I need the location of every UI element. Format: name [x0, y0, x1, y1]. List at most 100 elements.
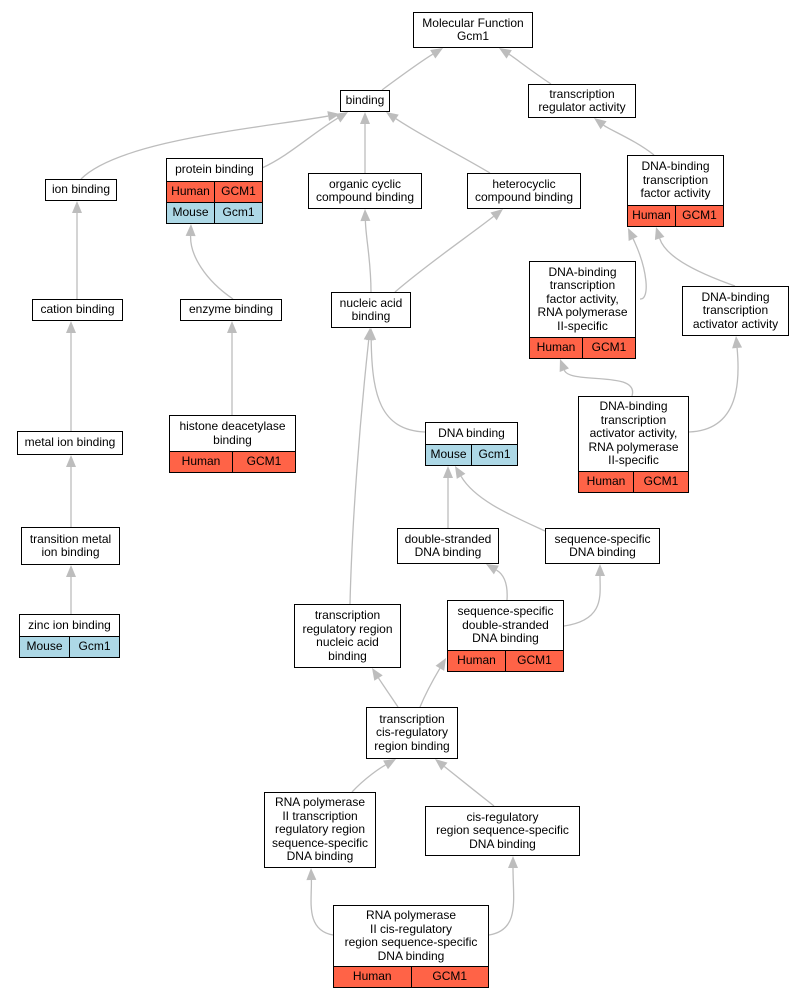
node-metal[interactable]: metal ion binding	[17, 431, 123, 455]
edge-arrowhead	[628, 228, 638, 241]
edge	[395, 118, 491, 174]
edge-arrowhead	[360, 112, 370, 124]
species-cell: Human	[171, 184, 210, 199]
node-label: sequence-specific double-stranded DNA bi…	[457, 604, 554, 646]
node-transition[interactable]: transition metal ion binding	[21, 527, 120, 565]
edge-arrowhead	[363, 328, 374, 341]
edge	[603, 124, 655, 156]
edge	[563, 575, 601, 627]
node-cisreg[interactable]: cis-regulatory region sequence-specific …	[425, 806, 580, 856]
node-trr[interactable]: transcription regulatory region nucleic …	[294, 604, 401, 668]
node-label: organic cyclic compound binding	[315, 176, 415, 204]
node-binding[interactable]: binding	[340, 90, 390, 112]
edge	[310, 879, 334, 936]
node-tra[interactable]: transcription regulator activity	[528, 84, 636, 118]
edge	[488, 867, 515, 936]
edge	[659, 238, 736, 287]
node-rnap2cis[interactable]: RNA polymerase II cis-regulatory region …	[333, 905, 489, 988]
species-cell: Mouse	[430, 447, 467, 462]
node-ion[interactable]: ion binding	[45, 179, 117, 201]
edge-arrowhead	[335, 112, 348, 123]
node-label: DNA binding	[438, 425, 505, 440]
node-cation[interactable]: cation binding	[32, 299, 123, 321]
node-label: DNA-binding transcription activator acti…	[588, 399, 679, 468]
edge	[460, 476, 546, 532]
node-organic[interactable]: organic cyclic compound binding	[308, 173, 422, 209]
node-label: double-stranded DNA binding	[404, 531, 492, 559]
edge-arrowhead	[490, 209, 503, 221]
edge-arrowhead	[443, 466, 453, 478]
edge-arrowhead	[559, 359, 569, 372]
edge	[381, 53, 434, 91]
edge	[632, 238, 647, 300]
edge	[394, 215, 494, 293]
edge-arrowhead	[594, 118, 607, 130]
node-label: ion binding	[51, 182, 111, 197]
edge	[349, 339, 370, 605]
node-label: transcription cis-regulatory region bind…	[374, 711, 450, 753]
node-label: DNA-binding transcription factor activit…	[640, 159, 711, 201]
edge-arrowhead	[66, 565, 76, 577]
edge	[443, 765, 495, 807]
edge-arrowhead	[499, 48, 512, 59]
node-label: zinc ion binding	[28, 617, 111, 632]
node-dbtf[interactable]: DNA-binding transcription factor activit…	[627, 155, 724, 227]
node-label: transition metal ion binding	[29, 531, 112, 559]
annotation-row: Human GCM1	[628, 205, 723, 226]
species-cell: Human	[457, 653, 496, 668]
node-label: binding	[345, 93, 385, 108]
gene-cell: GCM1	[675, 206, 723, 226]
node-dbtf2[interactable]: DNA-binding transcription factor activit…	[529, 261, 636, 359]
node-label: cation binding	[40, 302, 115, 317]
node-label: heterocyclic compound binding	[474, 176, 574, 204]
edge-arrowhead	[486, 564, 499, 575]
edge-arrowhead	[455, 466, 466, 479]
node-label: nucleic acid binding	[339, 295, 403, 323]
species-cell: Human	[586, 474, 626, 489]
edge	[563, 369, 634, 397]
edge	[261, 117, 339, 169]
node-mf[interactable]: Molecular Function Gcm1	[413, 12, 533, 48]
edge	[377, 677, 399, 708]
node-label: protein binding	[175, 162, 254, 177]
node-label: transcription regulatory region nucleic …	[302, 608, 393, 663]
node-dbtaa2[interactable]: DNA-binding transcription activator acti…	[578, 396, 689, 493]
node-label: sequence-specific DNA binding	[554, 531, 651, 559]
edge-arrowhead	[227, 321, 237, 333]
edge	[80, 115, 329, 180]
species-cell: Mouse	[26, 639, 63, 654]
gene-cell: Gcm1	[214, 203, 262, 223]
gene-cell: GCM1	[410, 967, 489, 987]
species-cell: Human	[352, 969, 392, 984]
edge-arrowhead	[732, 336, 743, 349]
node-rnap2[interactable]: RNA polymerase II transcription regulato…	[264, 792, 376, 868]
edge-arrowhead	[386, 112, 399, 123]
node-ds[interactable]: double-stranded DNA binding	[397, 528, 499, 564]
node-label: Molecular Function Gcm1	[422, 15, 524, 43]
node-label: transcription regulator activity	[538, 86, 626, 114]
node-hetero[interactable]: heterocyclic compound binding	[467, 173, 581, 209]
annotation-row: Human GCM1	[334, 966, 488, 987]
edge-arrowhead	[306, 868, 317, 881]
node-tcis[interactable]: transcription cis-regulatory region bind…	[366, 707, 458, 759]
node-ss[interactable]: sequence-specific DNA binding	[545, 528, 660, 564]
species-cell: Human	[632, 208, 671, 223]
node-label: RNA polymerase II transcription regulato…	[271, 795, 369, 864]
edge-arrowhead	[435, 658, 446, 671]
node-ssds[interactable]: sequence-specific double-stranded DNA bi…	[447, 600, 564, 672]
edge	[351, 764, 386, 793]
node-enzyme[interactable]: enzyme binding	[180, 299, 282, 321]
edge	[688, 347, 739, 433]
node-dbtaa[interactable]: DNA-binding transcription activator acti…	[682, 286, 789, 336]
node-nucleic[interactable]: nucleic acid binding	[331, 292, 411, 328]
node-label: metal ion binding	[24, 435, 116, 450]
edge-arrowhead	[654, 227, 665, 240]
